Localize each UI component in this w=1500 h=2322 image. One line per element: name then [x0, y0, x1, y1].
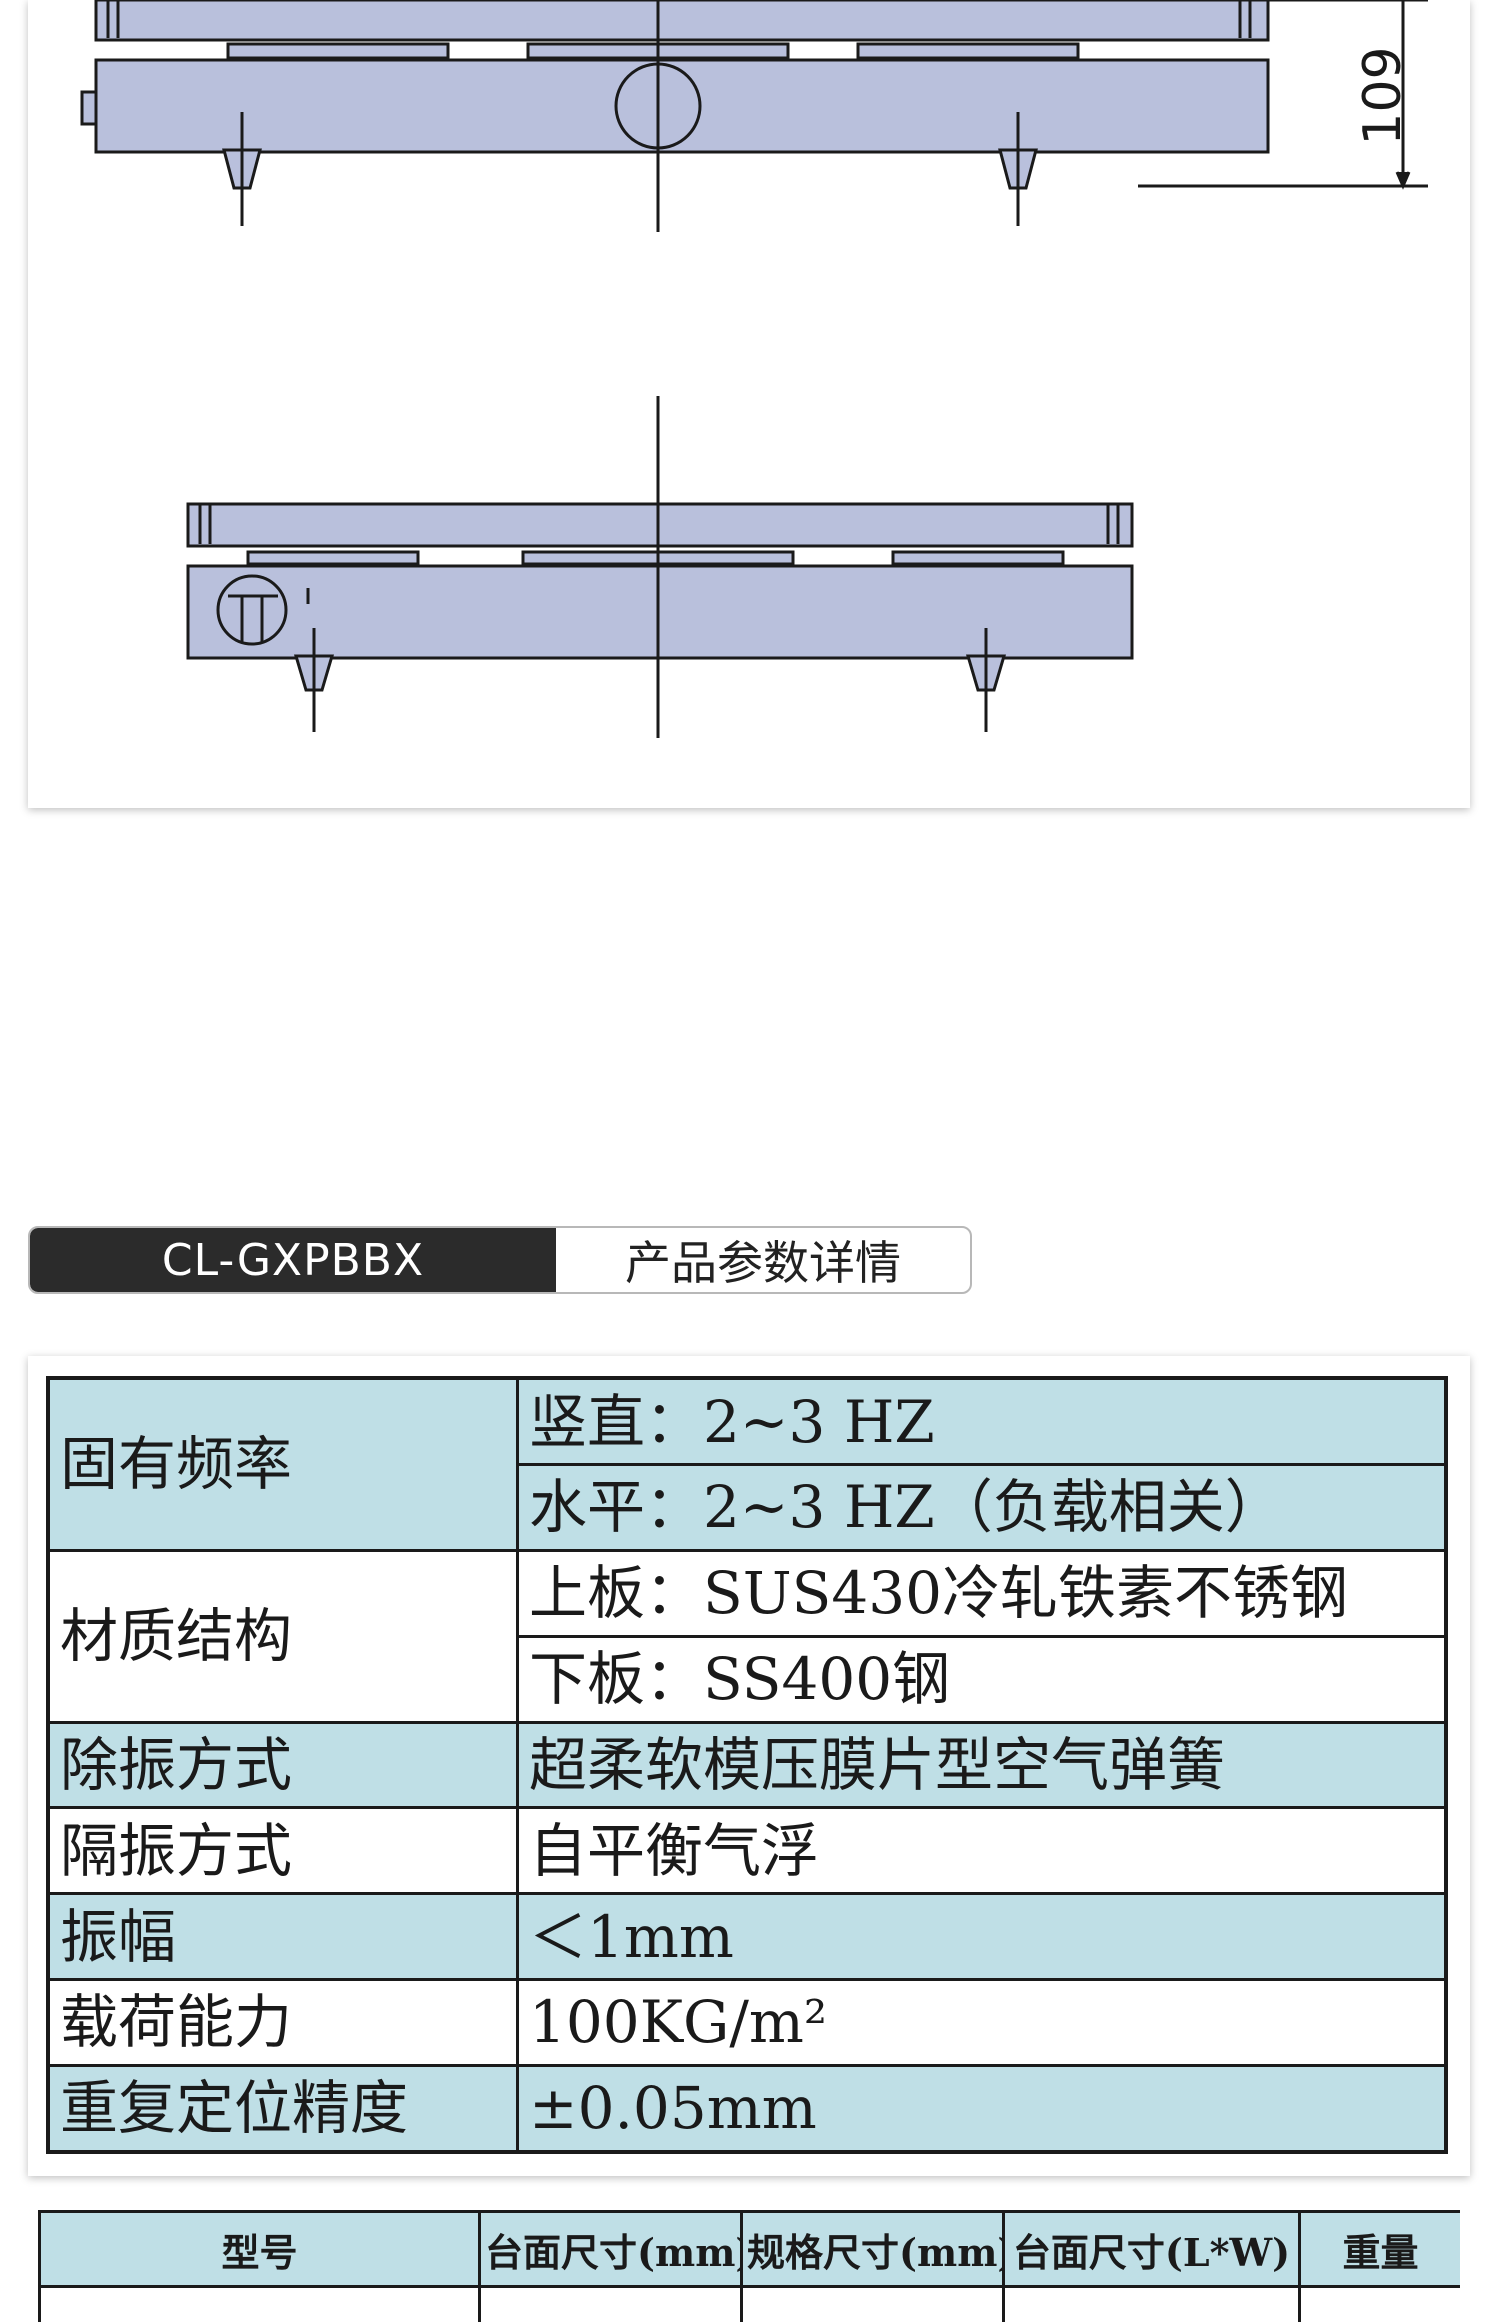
spec-card: 固有频率 竖直：2~3 HZ 水平：2~3 HZ（负载相关） 材质结构 上板：S…: [28, 1356, 1470, 2176]
spec-value: 水平：2~3 HZ（负载相关）: [516, 1463, 1448, 1552]
front-top-plate: [186, 502, 1134, 548]
model-table: 型号 台面尺寸(mm) 规格尺寸(mm) 台面尺寸(L*W) 重量: [38, 2210, 1460, 2322]
spec-row-vibration-removal: 除振方式 超柔软模压膜片型空气弹簧: [46, 1720, 1448, 1810]
top-pad-1: [226, 42, 450, 60]
spec-value: 竖直：2~3 HZ: [516, 1376, 1448, 1467]
top-plate-upper: [94, 0, 1270, 42]
spec-label: 固有频率: [46, 1376, 519, 1552]
spec-value: 100KG/m²: [516, 1978, 1448, 2067]
spec-label: 隔振方式: [46, 1806, 519, 1896]
spec-value: 自平衡气浮: [516, 1806, 1448, 1896]
spec-row-material-lower: 下板：SS400钢: [48, 1634, 1448, 1724]
spec-row-material-upper: 材质结构 上板：SUS430冷轧铁素不锈钢: [46, 1548, 1448, 1724]
spec-row-isolation: 隔振方式 自平衡气浮: [46, 1806, 1448, 1896]
spec-value: ±0.05mm: [516, 2063, 1448, 2154]
section-caption: 产品参数详情: [625, 1236, 901, 1290]
front-gauge: [216, 574, 288, 646]
col-header-top-size: 台面尺寸(mm): [478, 2210, 743, 2288]
col-header-spec-size: 规格尺寸(mm): [740, 2210, 1005, 2288]
col-header-model: 型号: [38, 2210, 481, 2288]
dimension-label: 109: [1353, 46, 1413, 145]
spec-label: 重复定位精度: [46, 2063, 519, 2154]
col-header-weight: 重量: [1298, 2210, 1460, 2288]
spec-value: 超柔软模压膜片型空气弹簧: [516, 1720, 1448, 1810]
side-knob: [80, 90, 98, 126]
spec-row-repeat-accuracy: 重复定位精度 ±0.05mm: [46, 2063, 1448, 2154]
col-header-top-lw: 台面尺寸(L*W): [1002, 2210, 1301, 2288]
spec-value: 上板：SUS430冷轧铁素不锈钢: [516, 1548, 1448, 1638]
front-pad-3: [891, 550, 1065, 566]
front-pad-1: [246, 550, 420, 566]
technical-drawing-card: 109: [28, 0, 1470, 808]
spec-label: 载荷能力: [46, 1978, 519, 2067]
spec-row-amplitude: 振幅 ＜1mm: [46, 1892, 1448, 1982]
model-table-header-row: 型号 台面尺寸(mm) 规格尺寸(mm) 台面尺寸(L*W) 重量: [38, 2210, 1460, 2288]
top-pad-3: [856, 42, 1080, 60]
spec-label: 材质结构: [46, 1548, 519, 1724]
spec-table: 固有频率 竖直：2~3 HZ 水平：2~3 HZ（负载相关） 材质结构 上板：S…: [46, 1376, 1448, 2154]
technical-drawing: 109: [80, 0, 1428, 738]
spec-row-load-capacity: 载荷能力 100KG/m²: [46, 1978, 1448, 2067]
spec-value: ＜1mm: [516, 1892, 1448, 1982]
model-code: CL-GXPBBX: [30, 1228, 556, 1292]
front-base: [186, 564, 1134, 660]
spec-label: 除振方式: [46, 1720, 519, 1810]
model-header-bar: CL-GXPBBX 产品参数详情: [28, 1226, 972, 1294]
model-table-row: [38, 2285, 1460, 2322]
model-table-wrap: 型号 台面尺寸(mm) 规格尺寸(mm) 台面尺寸(L*W) 重量: [38, 2210, 1460, 2322]
spec-row-frequency-horizontal: 水平：2~3 HZ（负载相关）: [48, 1463, 1448, 1552]
spec-label: 振幅: [46, 1892, 519, 1982]
spec-row-frequency-vertical: 固有频率 竖直：2~3 HZ: [46, 1376, 1448, 1552]
spec-value: 下板：SS400钢: [516, 1634, 1448, 1724]
